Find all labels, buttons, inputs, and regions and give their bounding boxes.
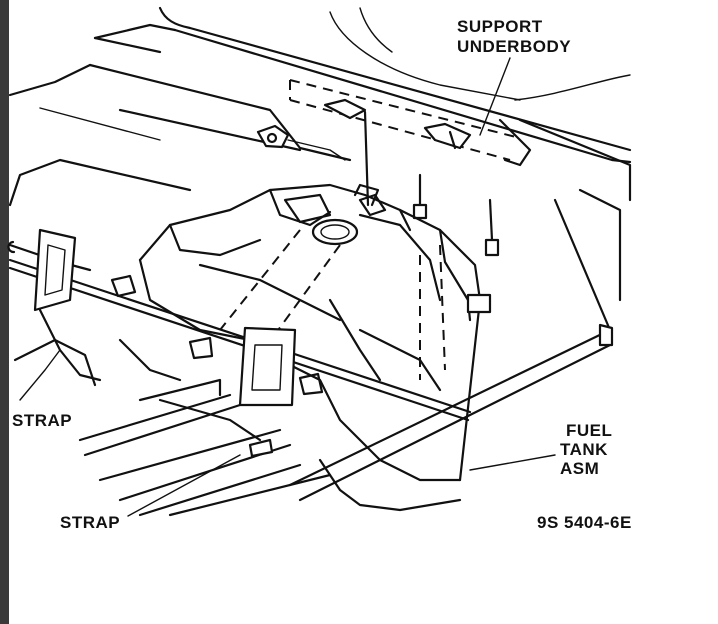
support-underbody — [256, 79, 532, 207]
label-fuel-line3: ASM — [560, 459, 599, 478]
label-strap-upper: STRAP — [12, 411, 72, 430]
leader-lines — [19, 57, 556, 517]
label-strap-lower: STRAP — [60, 513, 120, 532]
label-fuel-line2: TANK — [560, 440, 608, 459]
label-fuel-line1: FUEL — [566, 421, 612, 440]
underbody-floor-pan — [8, 6, 632, 332]
fuel-tank-body — [118, 183, 492, 512]
label-support-line2: UNDERBODY — [457, 37, 571, 56]
left-edge-bar — [0, 0, 9, 624]
label-support-line1: SUPPORT — [457, 17, 543, 36]
fuel-tank-straps — [8, 228, 614, 517]
figure-code: 9S 5404-6E — [537, 513, 632, 532]
